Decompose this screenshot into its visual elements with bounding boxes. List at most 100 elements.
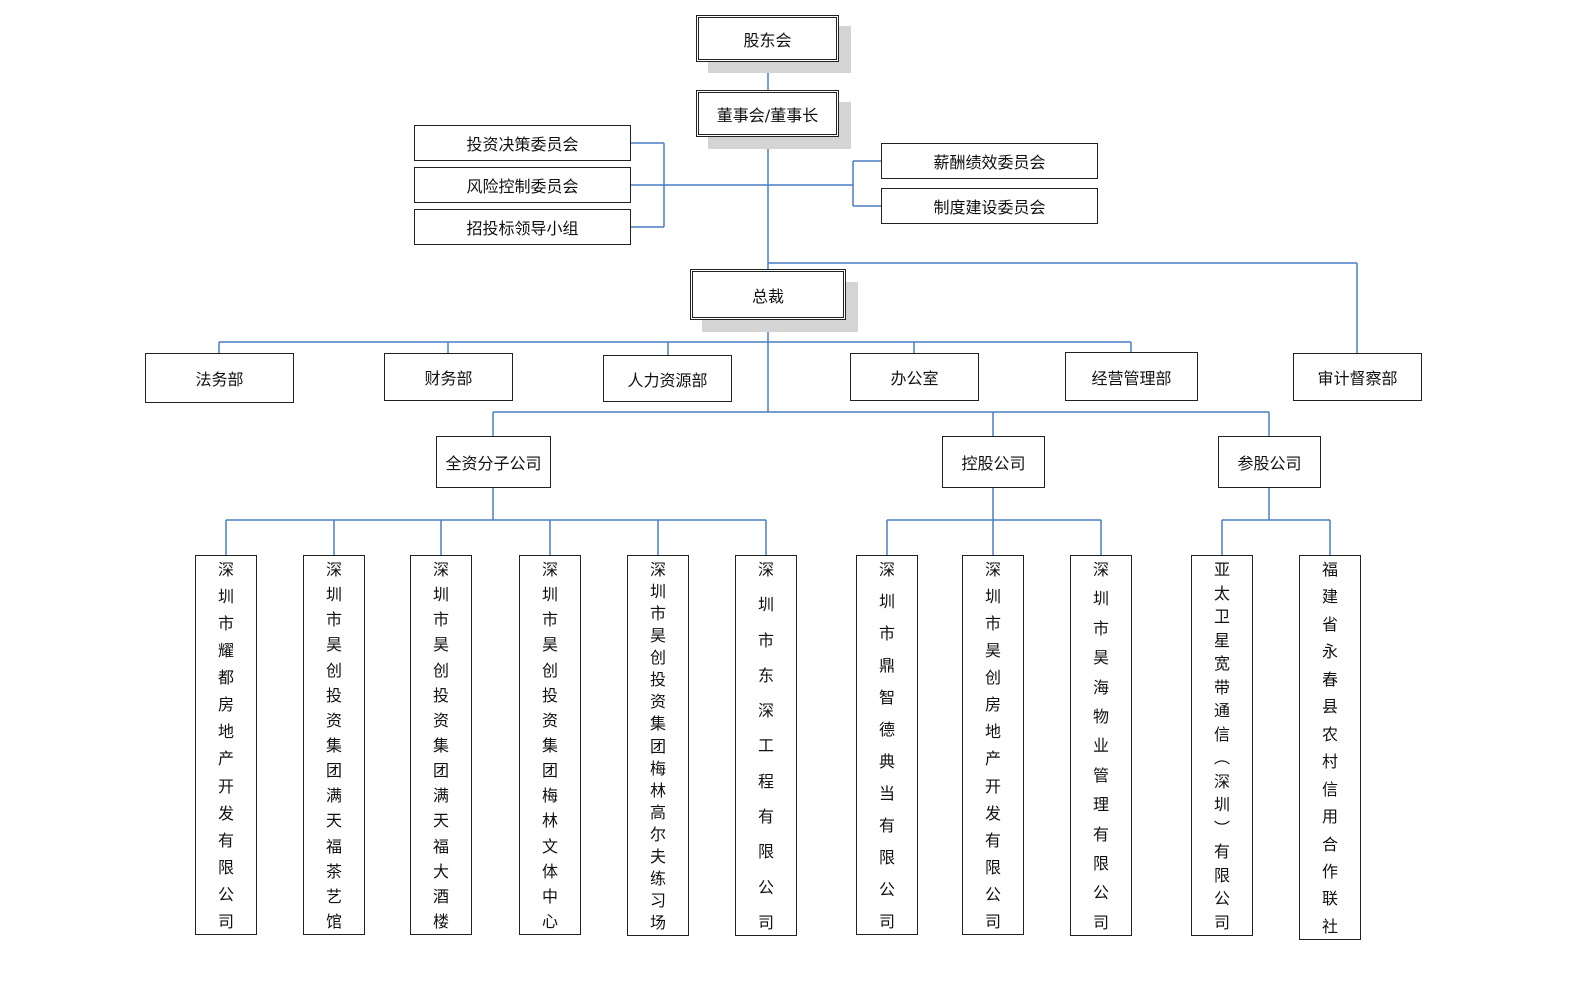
committee-regulation: 制度建设委员会 (881, 188, 1098, 224)
vertical-char: 房 (217, 695, 234, 715)
vertical-char: 集 (649, 714, 666, 734)
vertical-char: 房 (984, 695, 1001, 715)
board-node: 董事会/董事长 (696, 90, 839, 137)
vertical-char: 开 (217, 776, 234, 796)
shareholders-node: 股东会 (696, 15, 839, 62)
vertical-char: 林 (649, 780, 666, 800)
vertical-char: 公 (1213, 889, 1230, 909)
dept-audit: 审计督察部 (1293, 353, 1422, 401)
vertical-char: 信 (1213, 724, 1230, 744)
vertical-char: 集 (541, 735, 558, 755)
vertical-char: 圳 (541, 585, 558, 605)
vertical-char: 带 (1213, 677, 1230, 697)
dept-hr: 人力资源部 (603, 355, 732, 402)
vertical-char: 满 (325, 786, 342, 806)
vertical-char: 深 (878, 560, 895, 579)
vertical-char: 团 (325, 761, 342, 781)
vertical-char: 圳 (325, 585, 342, 605)
vertical-char: 场 (649, 913, 666, 932)
committee-investment: 投资决策委员会 (414, 125, 631, 161)
vertical-char: 创 (649, 648, 666, 668)
committee-bidding: 招投标领导小组 (414, 209, 631, 245)
vertical-char: 团 (541, 761, 558, 781)
vertical-char: 信 (1321, 779, 1338, 799)
vertical-char: 社 (1321, 916, 1338, 936)
vertical-char: 有 (878, 816, 895, 835)
vertical-char: 农 (1321, 724, 1338, 744)
vertical-char: 有 (757, 807, 774, 827)
vertical-char: 投 (325, 685, 342, 705)
vertical-char: 酒 (432, 886, 449, 906)
vertical-char: 文 (541, 836, 558, 856)
vertical-char: 深 (984, 560, 1001, 579)
vertical-char: 公 (1092, 883, 1109, 903)
vertical-char: 深 (1213, 771, 1230, 791)
vertical-char: 梅 (649, 758, 666, 778)
vertical-char: 理 (1092, 795, 1109, 815)
subsidiary-yongchun-rural-credit: 福建省永春县农村信用合作联社 (1299, 555, 1361, 940)
vertical-char: 资 (432, 710, 449, 730)
vertical-char: 天 (432, 811, 449, 831)
subsidiary-meilin-golf-range: 深圳市昊创投资集团梅林高尔夫练习场 (627, 555, 689, 936)
vertical-char: 合 (1321, 834, 1338, 854)
vertical-char: 福 (432, 836, 449, 856)
vertical-char: 梅 (541, 786, 558, 806)
vertical-char: 有 (1213, 842, 1230, 862)
vertical-char: 太 (1213, 583, 1230, 603)
vertical-char: 投 (649, 670, 666, 690)
vertical-char: 用 (1321, 807, 1338, 827)
vertical-char: 艺 (325, 886, 342, 906)
vertical-char: 鼎 (878, 656, 895, 675)
vertical-char: 昊 (649, 626, 666, 646)
vertical-char: 公 (984, 884, 1001, 904)
vertical-char: 耀 (217, 641, 234, 661)
vertical-char: 限 (878, 848, 895, 867)
vertical-char: 市 (649, 604, 666, 624)
vertical-char: 满 (432, 786, 449, 806)
vertical-char: 当 (878, 784, 895, 803)
vertical-char: 亚 (1213, 560, 1230, 579)
subsidiary-asia-pacific-satellite: 亚太卫星宽带通信︵深圳︶有限公司 (1191, 555, 1253, 936)
vertical-char: 智 (878, 688, 895, 707)
dept-legal: 法务部 (145, 353, 294, 403)
vertical-char: 市 (984, 614, 1001, 634)
vertical-char: 宽 (1213, 654, 1230, 674)
vertical-char: 限 (217, 857, 234, 877)
vertical-char: ︶ (1213, 818, 1230, 838)
vertical-char: 中 (541, 886, 558, 906)
vertical-char: 星 (1213, 630, 1230, 650)
vertical-char: 产 (984, 749, 1001, 769)
vertical-char: 集 (432, 735, 449, 755)
vertical-char: 昊 (1092, 648, 1109, 668)
group-holding: 控股公司 (942, 436, 1045, 488)
vertical-char: 体 (541, 861, 558, 881)
vertical-char: 司 (1213, 912, 1230, 932)
vertical-char: 林 (541, 811, 558, 831)
vertical-char: 产 (217, 749, 234, 769)
vertical-char: 司 (217, 911, 234, 931)
vertical-char: 深 (325, 560, 342, 579)
vertical-char: 资 (541, 710, 558, 730)
vertical-char: 习 (649, 890, 666, 910)
vertical-char: 昊 (432, 635, 449, 655)
vertical-char: 尔 (649, 824, 666, 844)
vertical-char: 海 (1092, 677, 1109, 697)
vertical-char: 深 (432, 560, 449, 579)
vertical-char: 物 (1092, 707, 1109, 727)
vertical-char: 深 (757, 560, 774, 579)
vertical-char: 业 (1092, 736, 1109, 756)
vertical-char: 练 (649, 868, 666, 888)
vertical-char: 创 (432, 660, 449, 680)
subsidiary-haochuang-real-estate: 深圳市昊创房地产开发有限公司 (962, 555, 1024, 935)
vertical-char: 高 (649, 802, 666, 822)
vertical-char: 圳 (984, 587, 1001, 607)
vertical-char: 地 (984, 722, 1001, 742)
vertical-char: 深 (1092, 560, 1109, 579)
vertical-char: 昊 (541, 635, 558, 655)
vertical-char: 楼 (432, 911, 449, 931)
vertical-char: 深 (757, 701, 774, 721)
vertical-char: 资 (325, 710, 342, 730)
subsidiary-dingzhide-pawn: 深圳市鼎智德典当有限公司 (856, 555, 918, 935)
vertical-char: 程 (757, 771, 774, 791)
